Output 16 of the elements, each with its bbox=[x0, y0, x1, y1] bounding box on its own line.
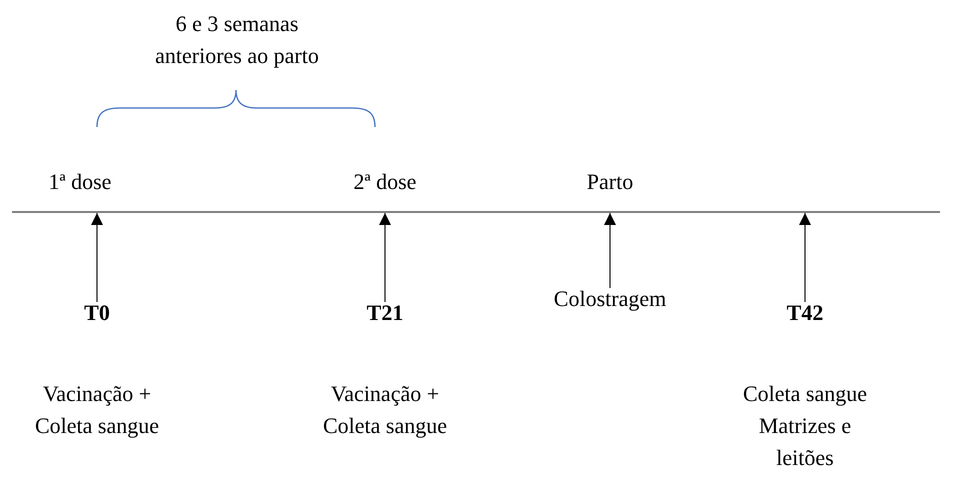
event-label: Colostragem bbox=[540, 284, 680, 314]
arrow bbox=[379, 212, 391, 302]
event-label: 2ª dose bbox=[352, 168, 418, 196]
event-label: Parto bbox=[586, 168, 634, 196]
procedure-note: Vacinação + Coleta sangue bbox=[322, 380, 448, 440]
procedure-note: Vacinação + Coleta sangue bbox=[34, 380, 160, 440]
event-label: 1ª dose bbox=[48, 168, 112, 196]
bracket-label: 6 e 3 semanas anteriores ao parto bbox=[154, 10, 320, 70]
arrow bbox=[91, 212, 103, 302]
time-point-label: T42 bbox=[775, 298, 835, 328]
time-point-label: T0 bbox=[67, 298, 127, 328]
timeline-line bbox=[12, 211, 940, 213]
arrow bbox=[799, 212, 811, 302]
arrow bbox=[604, 212, 616, 288]
procedure-note: Coleta sangue Matrizes e leitões bbox=[742, 380, 868, 472]
time-point-label: T21 bbox=[355, 298, 415, 328]
